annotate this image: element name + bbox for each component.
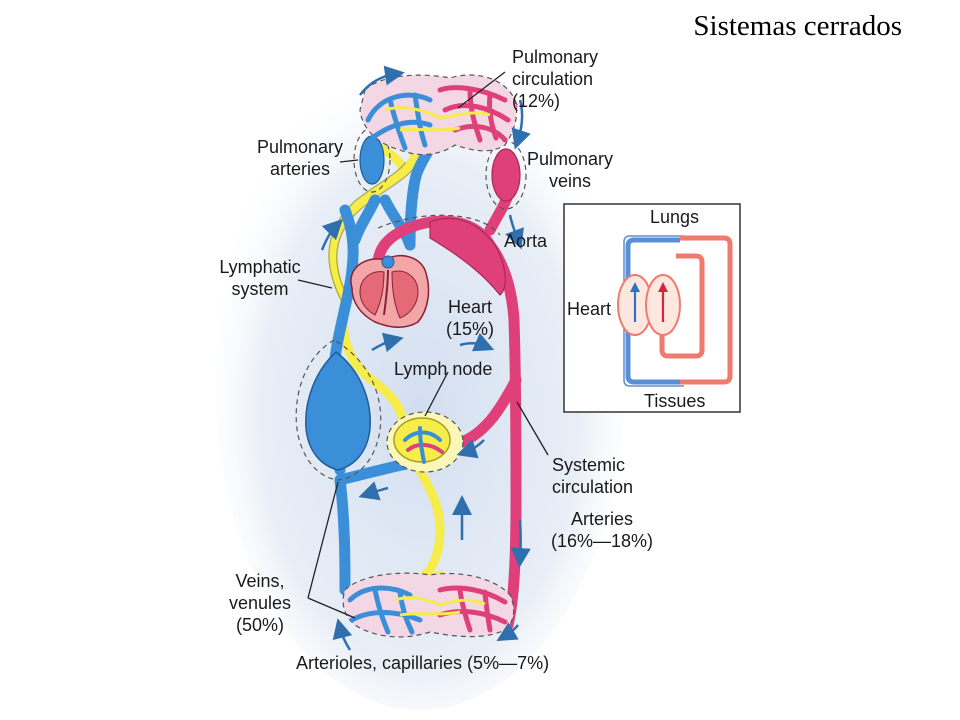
label-line: circulation [512,69,594,89]
label-line: Pulmonary [512,47,599,67]
label-line: Pulmonary [526,149,614,169]
label-systemic-circulation: Systemic circulation [552,454,633,498]
leader-lines [297,71,549,619]
label-line: venules [228,593,292,613]
label-line: (16%—18%) [550,531,654,551]
systemic-capillary-bed [342,572,515,638]
inset-label-lungs: Lungs [650,207,700,227]
aorta-bulge [429,217,506,296]
label-veins-venules: Veins, venules (50%) [212,570,308,636]
label-line: system [231,279,289,299]
label-arterioles-capillaries: Arterioles, capillaries (5%—7%) [296,653,550,673]
label-lymph-node: Lymph node [394,359,493,379]
pulmonary-capillary-bed [359,74,518,156]
label-line: Pulmonary [256,137,344,157]
label-line: (12%) [512,91,561,111]
vein-reservoir [305,351,371,471]
inset-panel [563,203,741,413]
slide-title: Sistemas cerrados [693,10,902,42]
vein-reservoir-halo [295,339,382,481]
heart [350,254,430,328]
label-line: Heart [447,297,492,317]
pulmonary-vein-bulge [491,148,521,202]
pulmonary-artery-bulge [359,135,385,185]
background-halo [215,50,625,710]
label-heart: Heart (15%) [440,296,500,340]
label-pulmonary-arteries: Pulmonary arteries [250,136,350,180]
label-line: Lymphatic [219,257,301,277]
label-aorta: Aorta [504,231,548,251]
label-line: veins [548,171,592,191]
inset-label-heart: Heart [567,299,612,319]
label-line: arteries [269,159,331,179]
lymph-node [386,411,464,473]
label-line: (15%) [445,319,494,339]
lymphatic-vessel-outlines [328,161,415,301]
label-line: Systemic [552,455,626,475]
label-line: circulation [552,477,634,497]
flow-arrows [320,65,531,651]
label-line: Veins, [235,571,285,591]
label-lymphatic-system: Lymphatic system [212,256,308,300]
label-pulmonary-veins: Pulmonary veins [520,148,620,192]
label-line: Arteries [570,509,633,529]
label-line: (50%) [235,615,284,635]
inset-label-tissues: Tissues [644,391,706,411]
label-pulmonary-circulation: Pulmonary circulation (12%) [512,46,598,112]
label-arteries: Arteries (16%—18%) [540,508,664,552]
aorta-halo [377,214,501,236]
